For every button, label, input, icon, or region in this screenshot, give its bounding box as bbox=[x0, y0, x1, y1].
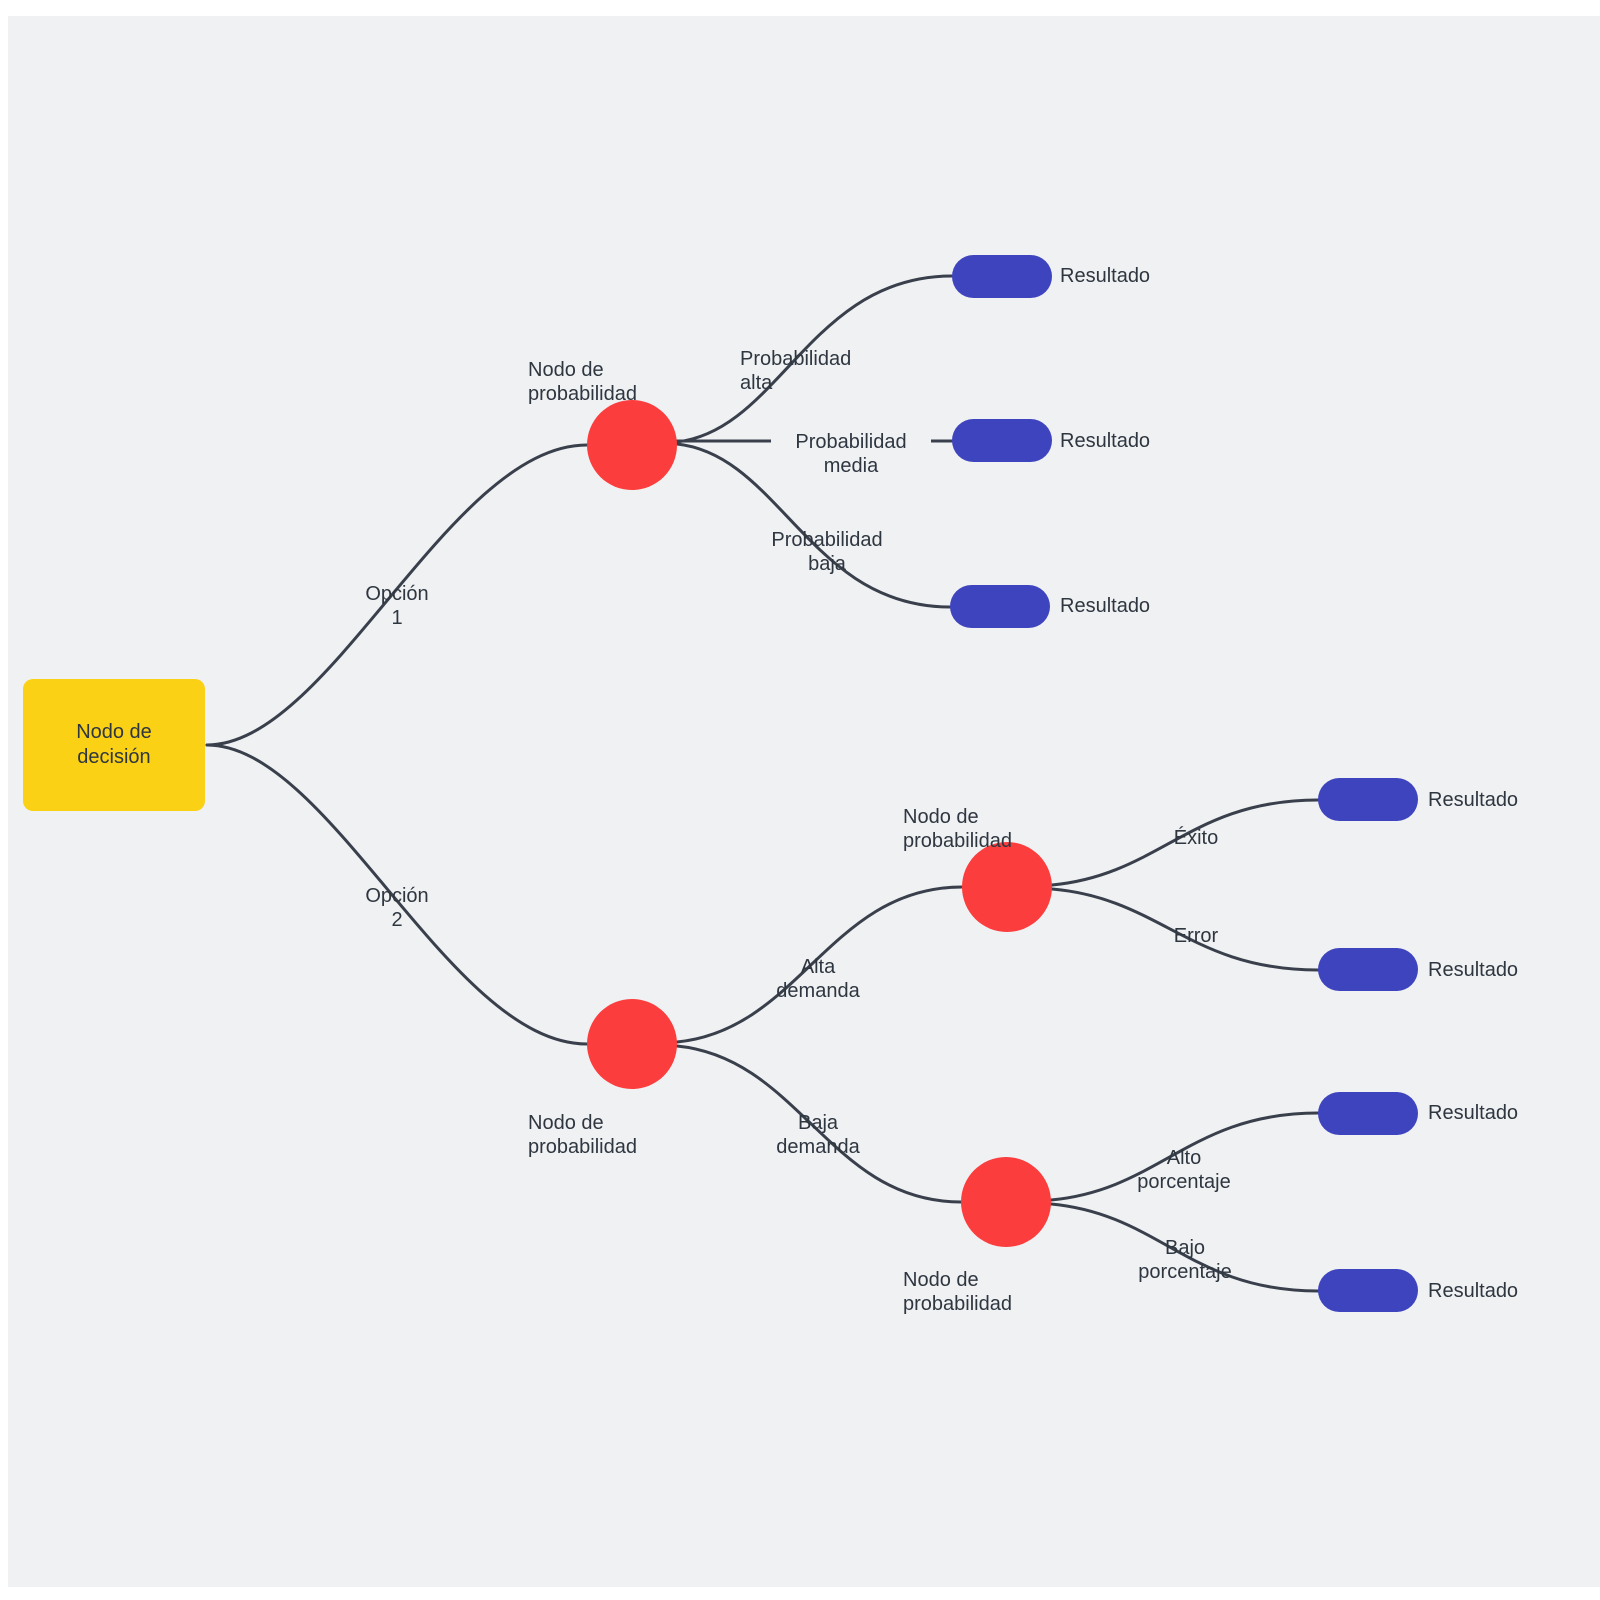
result-node-7-label: Resultado bbox=[1428, 1280, 1519, 1302]
edge-probabilidad-baja[interactable] bbox=[675, 442, 952, 609]
edge-label-exito: Éxito bbox=[1173, 827, 1219, 849]
edge-probabilidad-alta[interactable] bbox=[675, 274, 954, 444]
result-node-2[interactable] bbox=[952, 419, 1052, 462]
edge-alto-porcentaje[interactable] bbox=[1049, 1111, 1320, 1202]
edge-exito[interactable] bbox=[1050, 798, 1320, 887]
edge-opcion-2[interactable] bbox=[205, 743, 589, 1046]
edge-error[interactable] bbox=[1050, 887, 1320, 972]
result-node-5-label: Resultado bbox=[1428, 959, 1519, 981]
result-node-3[interactable] bbox=[950, 585, 1050, 628]
chance-node-3[interactable] bbox=[962, 842, 1052, 932]
chance-node-2[interactable] bbox=[587, 999, 677, 1089]
edge-label-probabilidad-media-line2: media bbox=[823, 455, 879, 477]
chance-node-4-label: Nodo de probabilidad bbox=[903, 1268, 1012, 1316]
edge-label-bajo-porcentaje-line2: porcentaje bbox=[1138, 1261, 1232, 1283]
edge-label-alta-demanda-line1: Alta bbox=[800, 956, 836, 978]
edge-label-error: Error bbox=[1173, 925, 1219, 947]
result-node-3-label: Resultado bbox=[1060, 595, 1151, 617]
edge-label-alto-porcentaje-line1: Alto bbox=[1166, 1147, 1202, 1169]
result-node-2-label: Resultado bbox=[1060, 430, 1151, 452]
chance-node-3-label-line2: probabilidad bbox=[903, 830, 1012, 852]
result-node-1-label: Resultado bbox=[1060, 265, 1151, 287]
edge-label-probabilidad-baja: Probabilidad baja bbox=[747, 528, 907, 576]
edge-label-probabilidad-alta: Probabilidad alta bbox=[740, 347, 851, 395]
edge-label-probabilidad-alta-line2: alta bbox=[740, 372, 773, 394]
edge-opcion-1[interactable] bbox=[205, 443, 589, 747]
edge-alta-demanda[interactable] bbox=[675, 885, 964, 1044]
edge-label-bajo-porcentaje-line1: Bajo bbox=[1164, 1237, 1206, 1259]
edge-label-baja-demanda-line1: Baja bbox=[797, 1112, 839, 1134]
edge-label-opcion-1-line2: 1 bbox=[391, 607, 403, 629]
diagram-canvas: Nodo de decisión Nodo de probabilidad No… bbox=[8, 16, 1600, 1587]
edge-label-opcion-2-line2: 2 bbox=[391, 909, 403, 931]
chance-node-4[interactable] bbox=[961, 1157, 1051, 1247]
edge-label-baja-demanda: Baja demanda bbox=[738, 1111, 898, 1159]
edge-label-alta-demanda: Alta demanda bbox=[738, 955, 898, 1003]
chance-node-2-label: Nodo de probabilidad bbox=[528, 1111, 637, 1159]
chance-node-1-label-line1: Nodo de bbox=[528, 359, 604, 381]
chance-node-2-label-line2: probabilidad bbox=[528, 1136, 637, 1158]
edge-label-probabilidad-alta-line1: Probabilidad bbox=[740, 348, 852, 370]
edge-label-opcion-1: Opción 1 bbox=[317, 582, 477, 630]
chance-node-3-label: Nodo de probabilidad bbox=[903, 805, 1012, 853]
result-node-6-label: Resultado bbox=[1428, 1102, 1519, 1124]
edge-label-bajo-porcentaje: Bajo porcentaje bbox=[1105, 1236, 1265, 1284]
result-node-4-label: Resultado bbox=[1428, 789, 1519, 811]
edge-label-opcion-1-line1: Opción bbox=[365, 583, 429, 605]
chance-node-4-label-line2: probabilidad bbox=[903, 1293, 1012, 1315]
edge-label-alto-porcentaje-line2: porcentaje bbox=[1137, 1171, 1231, 1193]
edge-label-opcion-2: Opción 2 bbox=[317, 884, 477, 932]
edge-label-probabilidad-media: Probabilidad media bbox=[771, 430, 931, 478]
edge-label-alto-porcentaje: Alto porcentaje bbox=[1104, 1146, 1264, 1194]
decision-node[interactable]: Nodo de decisión bbox=[23, 679, 205, 811]
result-node-5[interactable] bbox=[1318, 948, 1418, 991]
edge-baja-demanda[interactable] bbox=[675, 1044, 963, 1204]
result-node-6[interactable] bbox=[1318, 1092, 1418, 1135]
edge-label-probabilidad-media-line1: Probabilidad bbox=[795, 431, 907, 453]
chance-node-1-label: Nodo de probabilidad bbox=[528, 358, 637, 406]
chance-node-1-label-line2: probabilidad bbox=[528, 383, 637, 405]
decision-node-label: Nodo de decisión bbox=[76, 721, 152, 768]
edge-bajo-porcentaje[interactable] bbox=[1049, 1202, 1320, 1293]
edge-label-probabilidad-baja-line2: baja bbox=[808, 553, 846, 575]
result-node-1[interactable] bbox=[952, 255, 1052, 298]
edge-label-opcion-2-line1: Opción bbox=[365, 885, 429, 907]
chance-node-1[interactable] bbox=[587, 400, 677, 490]
chance-node-3-label-line1: Nodo de bbox=[903, 806, 979, 828]
result-node-4[interactable] bbox=[1318, 778, 1418, 821]
chance-node-4-label-line1: Nodo de bbox=[903, 1269, 979, 1291]
edge-label-alta-demanda-line2: demanda bbox=[776, 980, 860, 1002]
edge-label-baja-demanda-line2: demanda bbox=[776, 1136, 860, 1158]
chance-node-2-label-line1: Nodo de bbox=[528, 1112, 604, 1134]
result-node-7[interactable] bbox=[1318, 1269, 1418, 1312]
edge-label-probabilidad-baja-line1: Probabilidad bbox=[771, 529, 883, 551]
